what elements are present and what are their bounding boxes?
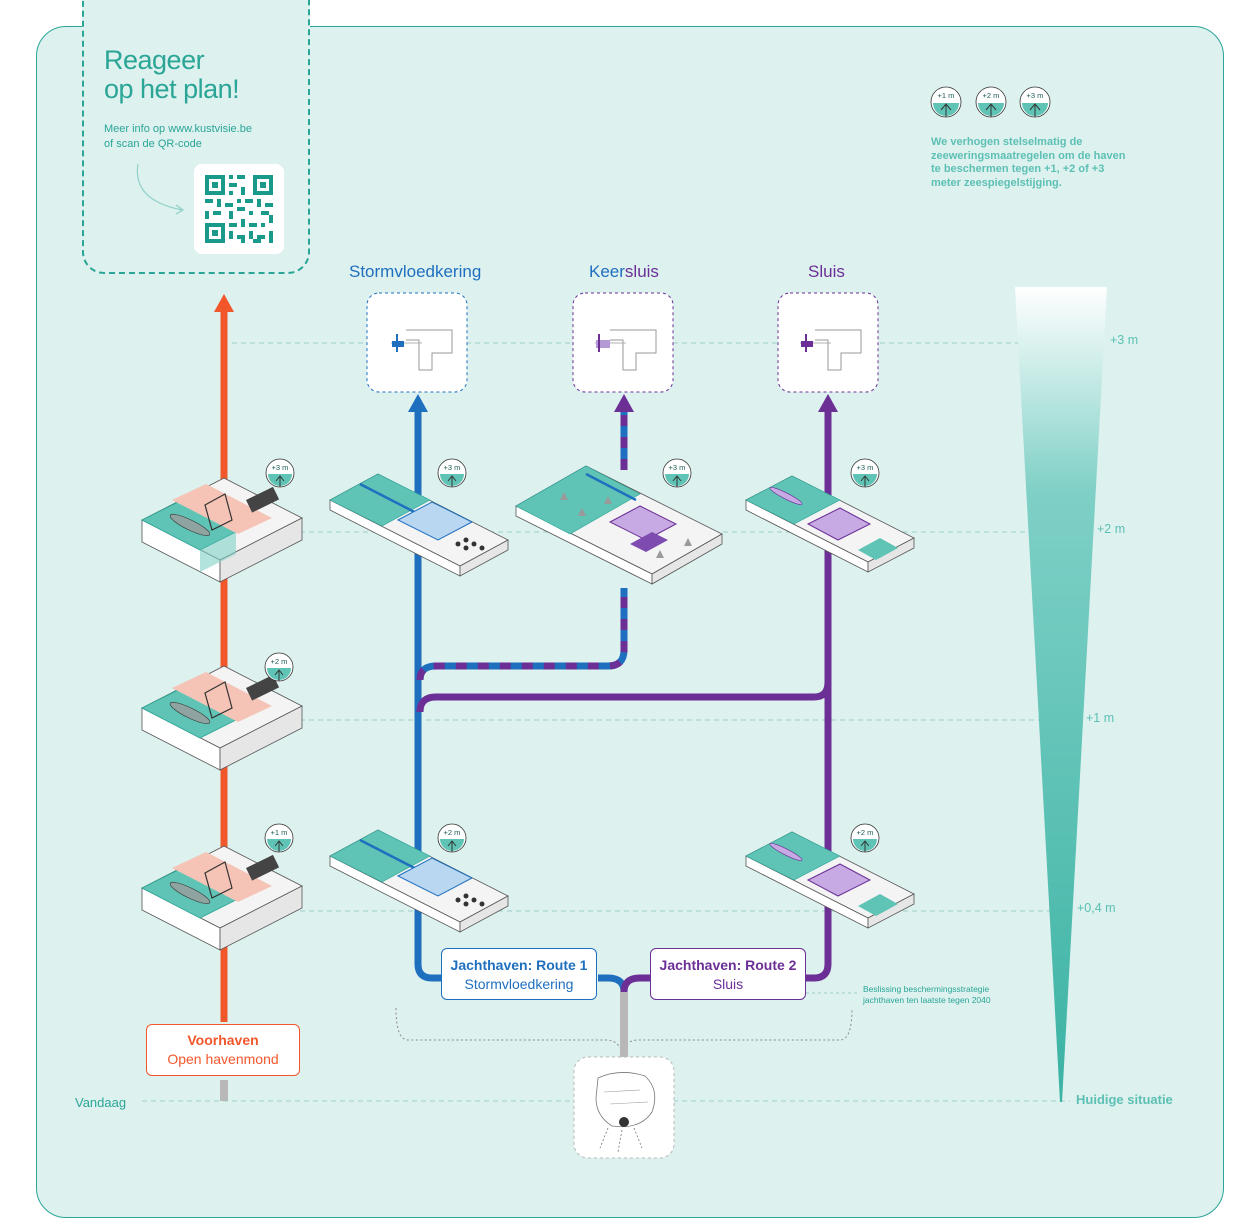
- stormvloedkering-block-low: [329, 829, 509, 933]
- stormvloedkering-block-top: [329, 473, 509, 577]
- current-situation-map: [573, 1056, 675, 1159]
- svg-text:+2 m: +2 m: [444, 828, 461, 837]
- svg-text:+3 m: +3 m: [444, 463, 461, 472]
- route1-arrow-icon: [408, 394, 428, 412]
- route1-connector: [598, 974, 628, 993]
- strategy-note: We verhogen stelselmatig de zeeweringsma…: [931, 136, 1126, 189]
- badge-voorhaven-1-icon: +1 m: [264, 823, 294, 853]
- sea-level-wedge: [1015, 287, 1107, 1102]
- voorhaven-label: Voorhaven Open havenmond: [146, 1024, 300, 1076]
- svg-text:+3 m: +3 m: [272, 463, 289, 472]
- badge-storm-2-icon: +2 m: [437, 823, 467, 853]
- svg-text:+3 m: +3 m: [857, 463, 874, 472]
- svg-text:+1 m: +1 m: [271, 828, 288, 837]
- svg-text:+2 m: +2 m: [983, 91, 1000, 100]
- svg-text:+2 m: +2 m: [857, 828, 874, 837]
- route-title-keersluis: Keersluis: [589, 262, 659, 281]
- level-label-plus1: +1 m: [1086, 711, 1115, 725]
- qr-pointer-arrow-icon: [136, 163, 183, 211]
- feedback-title: Reageer op het plan!: [104, 45, 240, 104]
- plan-stormvloedkering: [366, 292, 468, 393]
- badge-keersluis-3-icon: +3 m: [662, 458, 692, 488]
- route2-line: [806, 410, 832, 982]
- route2-label: Jachthaven: Route 2 Sluis: [650, 948, 806, 1000]
- sluis-block-top: [745, 475, 915, 573]
- voorhaven-arrow-icon: [214, 294, 234, 312]
- voorhaven-block-mid: [141, 665, 303, 771]
- keersluis-arrow-icon: [614, 394, 634, 412]
- svg-text:+1 m: +1 m: [938, 91, 955, 100]
- route2-connector: [620, 974, 650, 993]
- route1-label: Jachthaven: Route 1 Stormvloedkering: [441, 948, 597, 1000]
- keersluis-block: [515, 465, 723, 585]
- level-label-plus3: +3 m: [1110, 333, 1139, 347]
- badge-voorhaven-3-icon: +3 m: [265, 458, 295, 488]
- level-label-today: Vandaag: [75, 1095, 127, 1110]
- plan-keersluis: [572, 292, 674, 393]
- level-label-plus04: +0,4 m: [1077, 901, 1116, 915]
- route-title-sluis: Sluis: [808, 262, 845, 281]
- decision-note: Beslissing beschermingsstrategie jachtha…: [863, 984, 991, 1005]
- qr-code[interactable]: [194, 164, 284, 254]
- level-label-current: Huidige situatie: [1076, 1092, 1173, 1107]
- plan-sluis: [777, 292, 879, 393]
- badge-legend-2-icon: +2 m: [975, 86, 1007, 118]
- route1-line: [414, 410, 442, 982]
- raise-badges: +1 m +2 m +3 m +3 m +2 m +1 m +3 m +2 m …: [264, 86, 1051, 853]
- feedback-text: Meer info op www.kustvisie.be of scan de…: [104, 123, 252, 150]
- website-link[interactable]: Meer info op www.kustvisie.be: [104, 123, 252, 135]
- badge-sluis-3-icon: +3 m: [850, 458, 880, 488]
- sluis-block-low: [745, 831, 915, 929]
- level-label-plus2: +2 m: [1097, 522, 1126, 536]
- voorhaven-block-top: [141, 477, 303, 583]
- keersluis-line-dash: [416, 588, 628, 681]
- svg-text:+3 m: +3 m: [669, 463, 686, 472]
- badge-storm-3-icon: +3 m: [437, 458, 467, 488]
- svg-text:+2 m: +2 m: [271, 657, 288, 666]
- badge-sluis-2-icon: +2 m: [850, 823, 880, 853]
- route2-arrow-icon: [818, 394, 838, 412]
- badge-legend-1-icon: +1 m: [930, 86, 962, 118]
- badge-legend-3-icon: +3 m: [1019, 86, 1051, 118]
- voorhaven-block-low: [141, 845, 303, 951]
- badge-voorhaven-2-icon: +2 m: [264, 652, 294, 682]
- route-crosslink: [416, 681, 832, 713]
- route-title-stormvloedkering: Stormvloedkering: [349, 262, 482, 281]
- svg-text:+3 m: +3 m: [1027, 91, 1044, 100]
- qr-code-icon: [205, 175, 273, 243]
